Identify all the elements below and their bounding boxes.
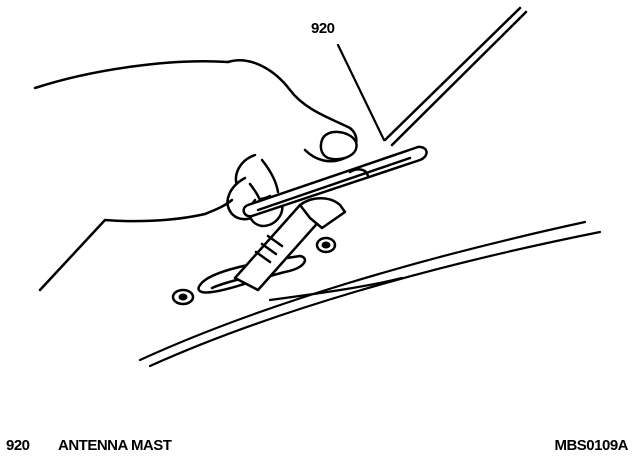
antenna-mast-base-section	[233, 197, 347, 292]
legend-item-number: 920	[6, 437, 30, 454]
callout-leader-line	[336, 43, 386, 142]
legend-item-label: ANTENNA MAST	[58, 437, 172, 454]
vehicle-body-surface	[138, 220, 602, 368]
antenna-wrench-tool	[242, 145, 428, 218]
mounting-bolt-right	[315, 236, 337, 254]
antenna-mast-installation-illustration	[33, 6, 602, 368]
antenna-mast	[383, 6, 528, 147]
parts-legend: 920 ANTENNA MAST	[6, 437, 172, 454]
hand-illustration	[33, 59, 358, 292]
mounting-bolt-left	[171, 288, 195, 306]
callout-number-920: 920	[311, 20, 335, 37]
figure-id: MBS0109A	[554, 437, 628, 454]
